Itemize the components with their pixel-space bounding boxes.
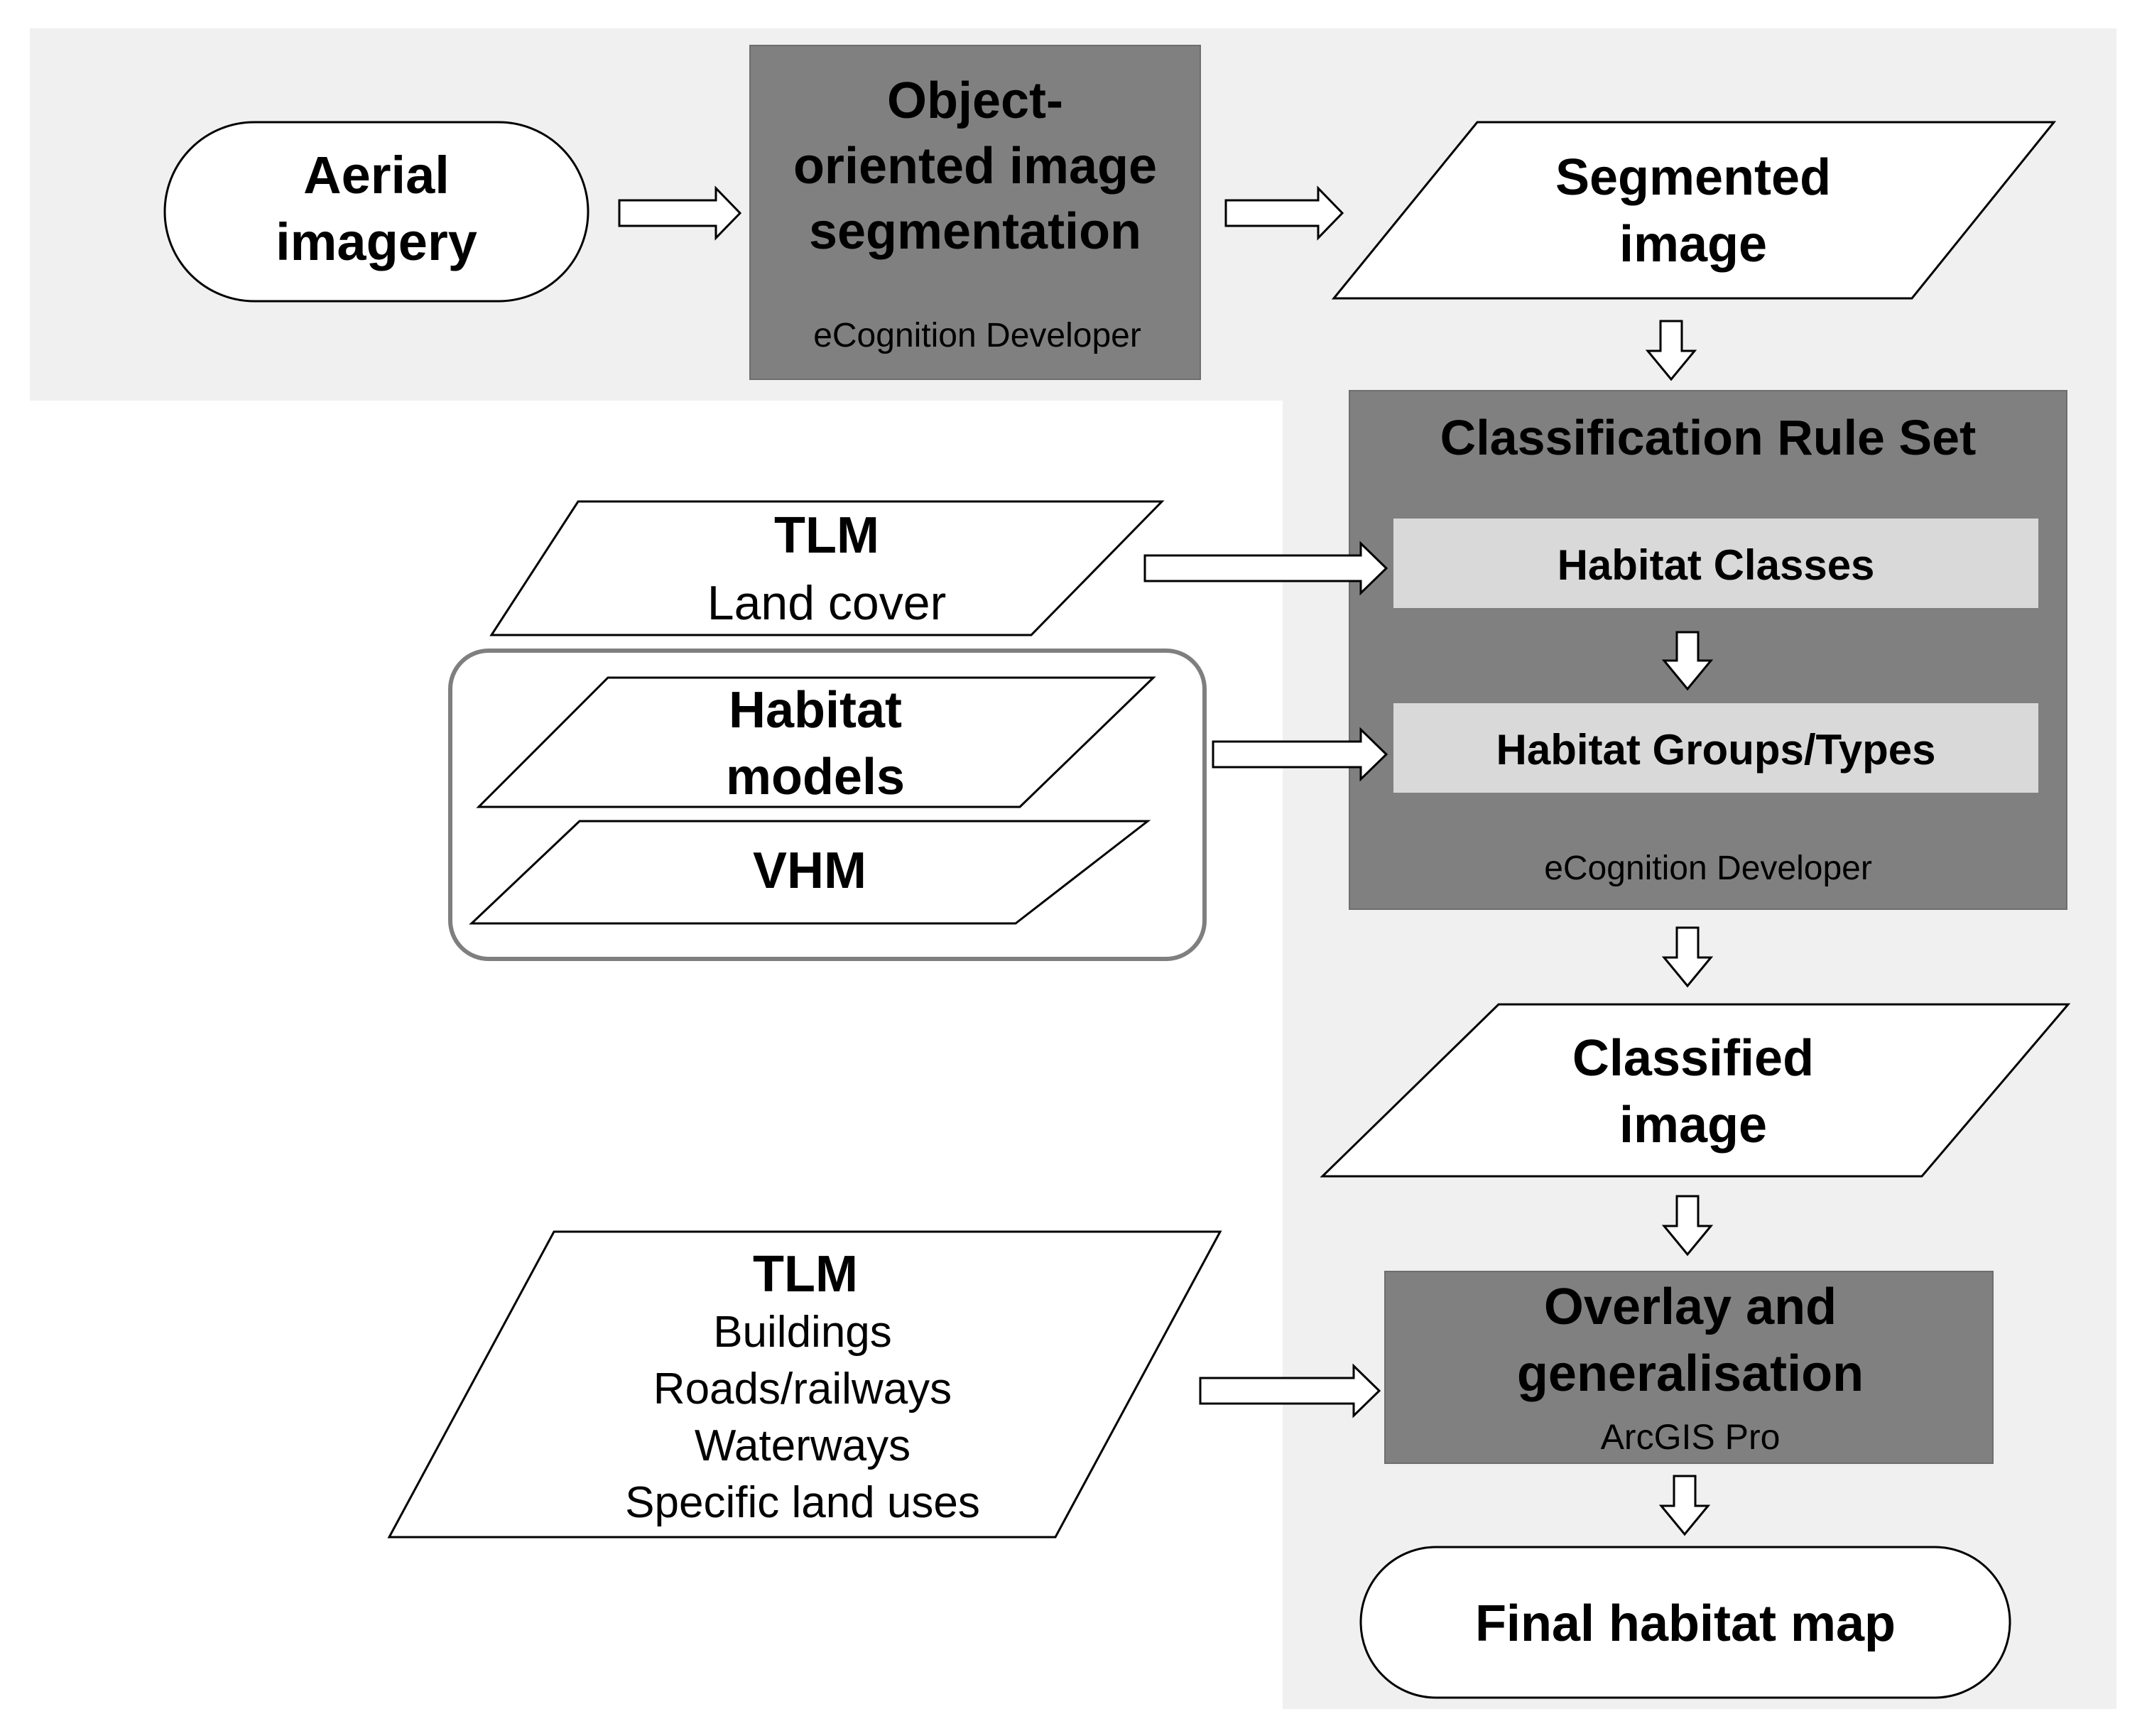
habitat-models-group: Habitat models VHM bbox=[448, 649, 1207, 961]
classified-image-line2: image bbox=[1619, 1097, 1767, 1154]
aerial-imagery-line1: Aerial bbox=[303, 146, 450, 205]
classified-image-line1: Classified bbox=[1572, 1030, 1814, 1087]
arrow-right-2 bbox=[1224, 185, 1344, 241]
overlay-line2: generalisation bbox=[1517, 1345, 1864, 1402]
segmentation-line1: Object- bbox=[887, 72, 1063, 129]
tlm-land-cover-subtitle: Land cover bbox=[707, 576, 946, 630]
rule-set-node: Classification Rule Set Habitat Classes … bbox=[1349, 390, 2067, 910]
tlm-features-title: TLM bbox=[753, 1246, 858, 1303]
overlay-process-box bbox=[1384, 1271, 1994, 1464]
rule-set-software: eCognition Developer bbox=[1544, 850, 1872, 887]
segmented-image-line2: image bbox=[1619, 216, 1767, 273]
tlm-land-cover-node: TLM Land cover bbox=[489, 500, 1165, 636]
aerial-imagery-terminator bbox=[163, 121, 589, 303]
habitat-groups-box bbox=[1393, 703, 2038, 793]
aerial-imagery-node: Aerial imagery bbox=[163, 121, 589, 303]
aerial-imagery-line2: imagery bbox=[276, 212, 477, 271]
arrow-down-4 bbox=[1658, 1475, 1711, 1536]
final-map-terminator bbox=[1359, 1546, 2011, 1699]
arrow-down-2 bbox=[1661, 926, 1714, 988]
segmentation-line3: segmentation bbox=[809, 203, 1141, 260]
tlm-features-node: TLM Buildings Roads/railways Waterways S… bbox=[387, 1230, 1222, 1539]
segmentation-software: eCognition Developer bbox=[813, 317, 1141, 354]
tlm-land-cover-parallelogram bbox=[489, 500, 1165, 636]
tlm-features-item-waterways: Waterways bbox=[695, 1421, 911, 1470]
rule-set-title: Classification Rule Set bbox=[1440, 410, 1977, 465]
final-map-label: Final habitat map bbox=[1475, 1595, 1896, 1652]
habitat-classes-label: Habitat Classes bbox=[1558, 541, 1875, 589]
arrow-right-1 bbox=[618, 185, 742, 241]
tlm-land-cover-title: TLM bbox=[774, 507, 879, 564]
arrow-down-1 bbox=[1645, 320, 1697, 381]
vhm-parallelogram bbox=[469, 820, 1151, 925]
arrow-right-3 bbox=[1143, 541, 1388, 596]
overlay-software: ArcGIS Pro bbox=[1601, 1417, 1781, 1457]
segmented-image-node: Segmented image bbox=[1331, 121, 2057, 300]
arrow-right-5 bbox=[1199, 1363, 1381, 1418]
vhm-label: VHM bbox=[753, 842, 866, 899]
classified-image-node: Classified image bbox=[1320, 1003, 2071, 1178]
arrow-right-4 bbox=[1212, 727, 1388, 782]
arrow-down-inner bbox=[1661, 631, 1714, 691]
tlm-features-item-roads: Roads/railways bbox=[653, 1365, 952, 1414]
arrow-down-3 bbox=[1661, 1195, 1714, 1257]
overlay-node: Overlay and generalisation ArcGIS Pro bbox=[1384, 1271, 1994, 1464]
final-map-node: Final habitat map bbox=[1359, 1546, 2011, 1699]
habitat-models-line2: models bbox=[726, 749, 905, 805]
rule-set-process-box bbox=[1349, 390, 2067, 910]
overlay-line1: Overlay and bbox=[1544, 1279, 1837, 1335]
tlm-features-parallelogram bbox=[387, 1230, 1222, 1539]
segmented-image-line1: Segmented bbox=[1555, 149, 1831, 206]
classified-image-parallelogram bbox=[1320, 1003, 2071, 1178]
habitat-models-line1: Habitat bbox=[729, 682, 902, 739]
tlm-features-item-buildings: Buildings bbox=[713, 1308, 892, 1357]
habitat-models-parallelogram bbox=[476, 676, 1156, 808]
segmented-image-parallelogram bbox=[1331, 121, 2057, 300]
segmentation-process-box bbox=[749, 45, 1201, 380]
habitat-groups-label: Habitat Groups/Types bbox=[1496, 726, 1936, 774]
segmentation-node: Object- oriented image segmentation eCog… bbox=[749, 45, 1201, 380]
tlm-features-item-land-uses: Specific land uses bbox=[625, 1478, 980, 1527]
habitat-classes-box bbox=[1393, 519, 2038, 608]
segmentation-line2: oriented image bbox=[793, 138, 1157, 195]
